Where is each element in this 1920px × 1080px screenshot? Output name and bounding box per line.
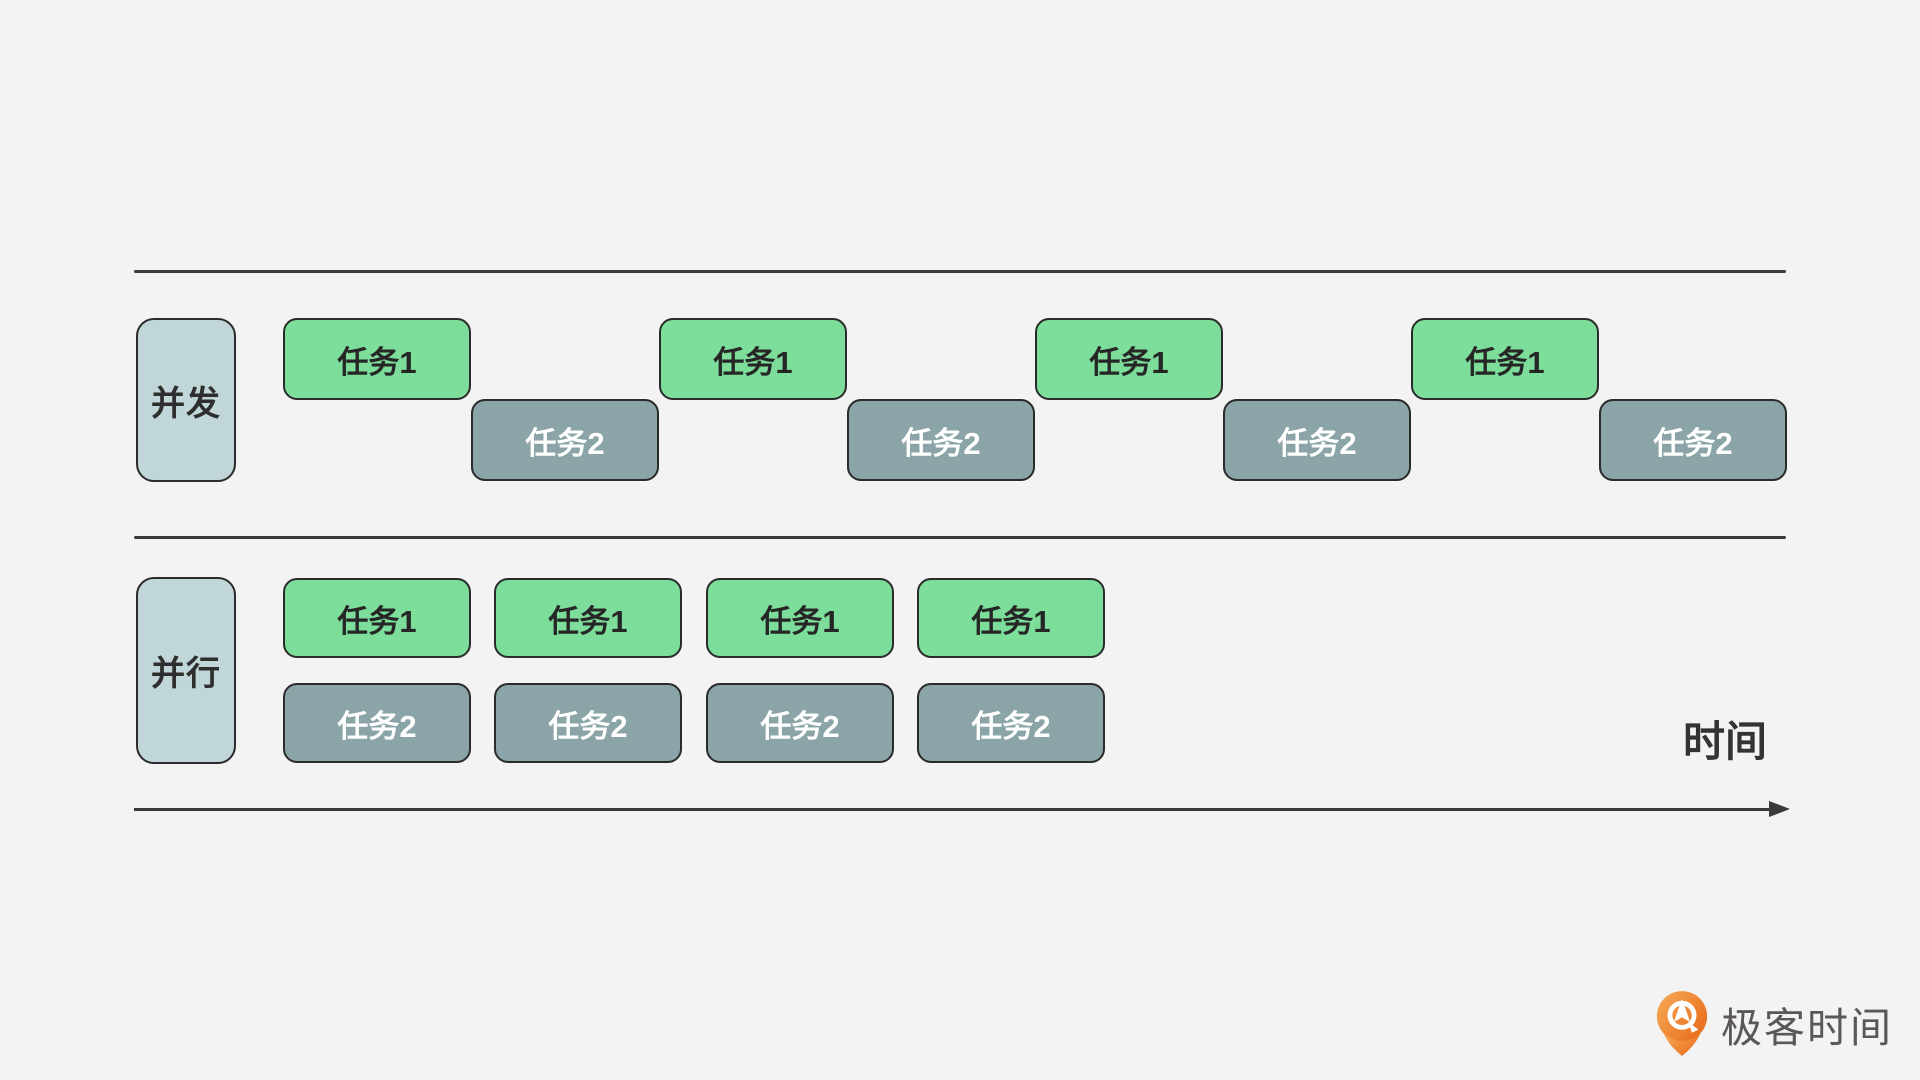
- divider-middle: [134, 536, 1786, 539]
- parallel-task2-box-3: 任务2: [706, 683, 894, 763]
- parallel-task2-box-2: 任务2: [494, 683, 682, 763]
- geektime-pin-icon: [1656, 991, 1708, 1056]
- geektime-logo-text: 极客时间: [1721, 1005, 1893, 1051]
- arrowhead-icon: [1769, 801, 1790, 817]
- divider-top: [134, 270, 1786, 273]
- parallel-task2-box-1: 任务2: [283, 683, 471, 763]
- parallel-task1-box-4: 任务1: [917, 578, 1105, 658]
- time-axis-label: 时间: [1682, 718, 1767, 765]
- concurrency-task-box-2: 任务2: [471, 399, 659, 481]
- parallel-task1-box-3: 任务1: [706, 578, 894, 658]
- concurrency-task-box-1: 任务1: [283, 318, 471, 400]
- parallel-task1-box-2: 任务1: [494, 578, 682, 658]
- concurrency-task-box-4: 任务2: [847, 399, 1035, 481]
- concurrency-task-box-7: 任务1: [1411, 318, 1599, 400]
- parallel-label: 并行: [136, 577, 236, 764]
- concurrency-label: 并发: [136, 318, 236, 482]
- geektime-logo: 极客时间: [1653, 990, 1893, 1058]
- concurrency-task-box-5: 任务1: [1035, 318, 1223, 400]
- concurrency-task-box-3: 任务1: [659, 318, 847, 400]
- concurrency-label-text: 并发: [151, 384, 221, 423]
- concurrency-task-box-6: 任务2: [1223, 399, 1411, 481]
- concurrency-task-box-8: 任务2: [1599, 399, 1787, 481]
- parallel-task2-box-4: 任务2: [917, 683, 1105, 763]
- time-axis-line: [134, 801, 1790, 817]
- parallel-label-text: 并行: [151, 655, 221, 693]
- parallel-task1-box-1: 任务1: [283, 578, 471, 658]
